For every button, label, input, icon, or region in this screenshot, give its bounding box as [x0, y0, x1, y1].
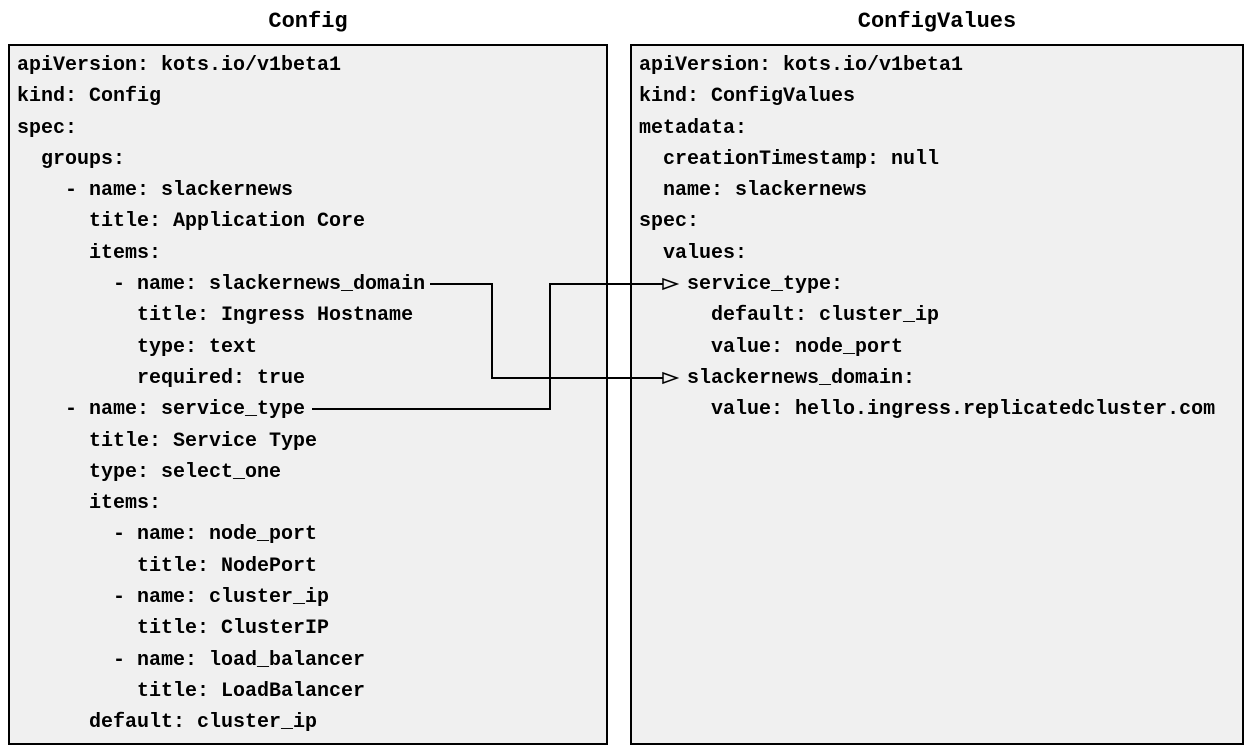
configvalues-yaml-panel: apiVersion: kots.io/v1beta1 kind: Config…	[630, 44, 1244, 745]
config-yaml-text: apiVersion: kots.io/v1beta1 kind: Config…	[17, 54, 426, 735]
configvalues-yaml-text: apiVersion: kots.io/v1beta1 kind: Config…	[639, 54, 1216, 422]
config-yaml-panel: apiVersion: kots.io/v1beta1 kind: Config…	[8, 44, 608, 745]
config-panel-title: Config	[268, 9, 348, 34]
configvalues-panel-title: ConfigValues	[857, 9, 1017, 34]
